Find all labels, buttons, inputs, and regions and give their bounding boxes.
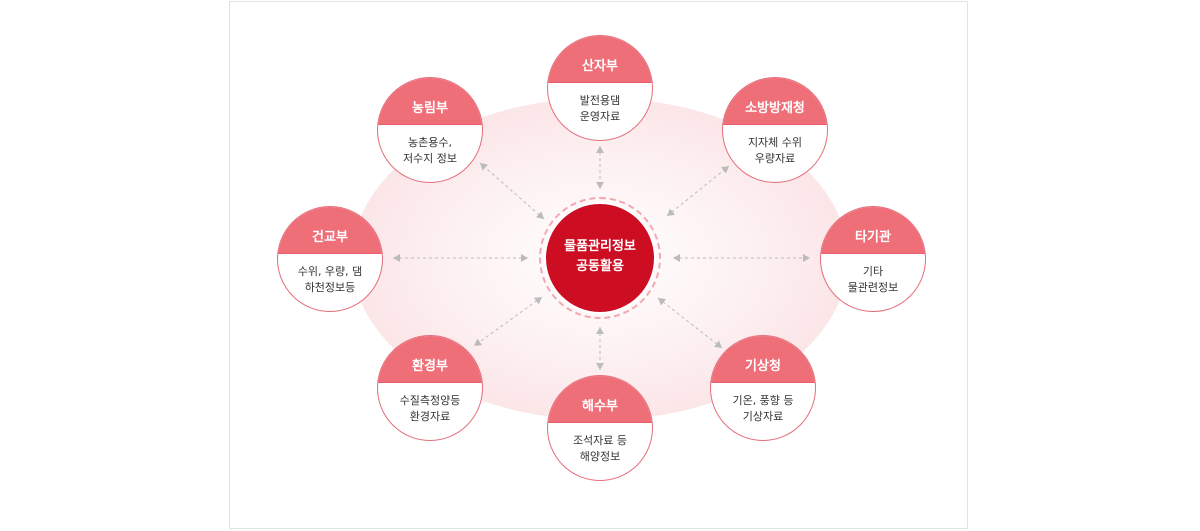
center-dashed-ring — [539, 197, 661, 319]
node-title: 환경부 — [412, 359, 448, 374]
node-description-line: 하천정보등 — [304, 281, 356, 294]
node-fire-disaster-agency: 소방방재청 지자체 수위 우량자료 — [722, 77, 828, 183]
arrowhead — [480, 163, 488, 171]
node-description: 기온, 풍향 등 기상자료 — [715, 393, 811, 425]
node-description-line: 환경자료 — [409, 410, 451, 423]
node-title: 산자부 — [582, 59, 618, 74]
node-description: 수질측정양등 환경자료 — [382, 393, 478, 425]
node-title: 기상청 — [745, 359, 781, 374]
arrowhead — [803, 254, 810, 262]
node-description-line: 우량자료 — [754, 152, 796, 165]
node-title: 소방방재청 — [745, 101, 805, 116]
node-description-line: 저수지 정보 — [402, 152, 458, 165]
node-description-line: 지자체 수위 — [747, 136, 803, 149]
center-title-line1: 물품관리정보 — [564, 239, 636, 254]
arrowhead — [393, 254, 400, 262]
node-title: 농림부 — [412, 101, 448, 116]
arrowhead — [667, 208, 675, 216]
node-other-agencies: 타기관 기타 물관련정보 — [820, 206, 926, 312]
arrowhead — [521, 254, 528, 262]
node-description-line: 물관련정보 — [847, 281, 899, 294]
node-header — [821, 207, 925, 254]
node-description: 기타 물관련정보 — [825, 264, 921, 296]
node-description-line: 기온, 풍향 등 — [732, 394, 794, 407]
node-header — [378, 336, 482, 383]
arrowhead — [533, 297, 542, 305]
connector-line — [473, 296, 543, 347]
node-description-line: 발전용댐 — [579, 94, 621, 107]
node-description-line: 농촌용수, — [408, 136, 452, 149]
node-oceans-ministry: 해수부 조석자료 등 해양정보 — [547, 375, 653, 481]
node-title: 타기관 — [855, 230, 891, 245]
node-description: 농촌용수, 저수지 정보 — [382, 135, 478, 167]
node-description-line: 해양정보 — [579, 450, 621, 463]
node-description: 수위, 우량, 댐 하천정보등 — [282, 264, 378, 296]
node-description-line: 기상자료 — [742, 410, 784, 423]
node-header — [548, 36, 652, 83]
arrowhead — [658, 298, 666, 306]
node-header — [278, 207, 382, 254]
arrowhead — [596, 327, 604, 334]
node-description-line: 수질측정양등 — [399, 394, 461, 407]
node-title: 건교부 — [312, 230, 348, 245]
arrowhead — [596, 146, 604, 153]
node-header — [378, 78, 482, 125]
arrowhead — [596, 363, 604, 370]
center-hub: 물품관리정보 공동활용 — [546, 204, 654, 312]
node-description: 발전용댐 운영자료 — [552, 93, 648, 125]
connector-line — [666, 165, 730, 217]
node-meteorological-agency: 기상청 기온, 풍향 등 기상자료 — [710, 335, 816, 441]
arrowhead — [721, 166, 729, 174]
node-environment-ministry: 환경부 수질측정양등 환경자료 — [377, 335, 483, 441]
node-construction-ministry: 건교부 수위, 우량, 댐 하천정보등 — [277, 206, 383, 312]
node-title: 해수부 — [582, 399, 618, 414]
node-description-line: 조석자료 등 — [572, 434, 628, 447]
node-header — [548, 376, 652, 423]
node-description-line: 수위, 우량, 댐 — [297, 265, 363, 278]
arrowhead — [596, 182, 604, 189]
arrowhead — [673, 254, 680, 262]
connector-line — [479, 162, 545, 220]
node-industry-ministry: 산자부 발전용댐 운영자료 — [547, 35, 653, 141]
node-description: 지자체 수위 우량자료 — [727, 135, 823, 167]
node-agriculture-ministry: 농림부 농촌용수, 저수지 정보 — [377, 77, 483, 183]
node-description-line: 기타 — [862, 265, 884, 278]
arrowhead — [536, 211, 544, 219]
node-description: 조석자료 등 해양정보 — [552, 433, 648, 465]
node-header — [723, 78, 827, 125]
node-header — [711, 336, 815, 383]
center-title-line2: 공동활용 — [576, 259, 624, 274]
node-description-line: 운영자료 — [579, 110, 621, 123]
